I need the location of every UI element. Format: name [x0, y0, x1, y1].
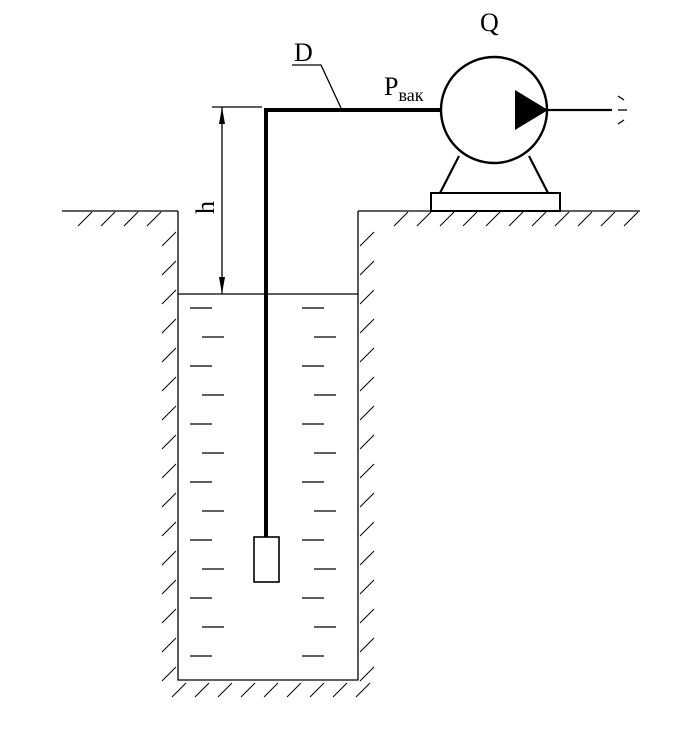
hatch-stroke — [485, 211, 501, 227]
hatch-stroke — [393, 211, 409, 227]
hatch-stroke — [123, 211, 139, 227]
hatch-stroke — [359, 318, 375, 334]
hatch-stroke — [286, 682, 302, 698]
hatch-stroke — [508, 211, 524, 227]
hatch-stroke — [355, 682, 371, 698]
pump-base — [430, 192, 561, 212]
hatch-stroke — [194, 682, 210, 698]
hatch-stroke — [161, 318, 177, 334]
hatch-stroke — [359, 521, 375, 537]
hatch-stroke — [161, 608, 177, 624]
hatch-stroke — [359, 347, 375, 363]
hatch-stroke — [161, 579, 177, 595]
pump-flow-arrow-icon — [515, 90, 548, 130]
hatch-stroke — [77, 211, 93, 227]
suction-pipe — [264, 108, 443, 560]
hatch-stroke — [439, 211, 455, 227]
hatch-stroke — [359, 289, 375, 305]
ground-hatching-left — [77, 211, 162, 227]
hatch-stroke — [100, 211, 116, 227]
pressure-subscript: вак — [398, 85, 423, 105]
water-dash-lines — [190, 307, 336, 657]
height-dimension — [212, 106, 262, 294]
diameter-leader-line — [292, 64, 342, 109]
hatch-stroke — [554, 211, 570, 227]
ground-hatching-right — [393, 211, 639, 227]
hatch-stroke — [577, 211, 593, 227]
hatch-stroke — [359, 579, 375, 595]
hatch-stroke — [309, 682, 325, 698]
hatch-stroke — [359, 608, 375, 624]
hatch-stroke — [416, 211, 432, 227]
hatch-stroke — [161, 260, 177, 276]
hatch-stroke — [161, 376, 177, 392]
hatch-stroke — [623, 211, 639, 227]
hatch-stroke — [359, 231, 375, 247]
hatch-stroke — [161, 550, 177, 566]
hatch-stroke — [359, 260, 375, 276]
hatch-stroke — [240, 682, 256, 698]
hatch-stroke — [332, 682, 348, 698]
hatch-stroke — [359, 463, 375, 479]
well-wall-hatching-right — [359, 231, 375, 682]
hatch-stroke — [161, 463, 177, 479]
flow-label: Q — [480, 8, 499, 37]
intake-strainer — [253, 536, 280, 583]
well-pit — [177, 211, 359, 681]
height-label: h — [191, 201, 220, 214]
hatch-stroke — [161, 492, 177, 508]
hatch-stroke — [161, 434, 177, 450]
hatch-stroke — [161, 231, 177, 247]
well-wall-hatching-left — [161, 231, 177, 682]
hatch-stroke — [161, 405, 177, 421]
hatch-stroke — [531, 211, 547, 227]
pump — [430, 55, 561, 212]
well-bottom-hatching — [171, 682, 371, 698]
hatch-stroke — [217, 682, 233, 698]
hatch-stroke — [359, 405, 375, 421]
diameter-label: D — [294, 38, 313, 67]
hatch-stroke — [161, 666, 177, 682]
hatch-stroke — [462, 211, 478, 227]
hatch-stroke — [359, 666, 375, 682]
hatch-stroke — [359, 492, 375, 508]
hatch-stroke — [359, 637, 375, 653]
hatch-stroke — [359, 550, 375, 566]
hatch-stroke — [359, 434, 375, 450]
hatch-stroke — [263, 682, 279, 698]
discharge-pipe — [548, 95, 627, 125]
hatch-stroke — [161, 347, 177, 363]
hatch-stroke — [600, 211, 616, 227]
vacuum-pressure-label: Pвак — [384, 72, 424, 105]
hatch-stroke — [161, 289, 177, 305]
pressure-symbol: P — [384, 72, 398, 101]
hatch-stroke — [146, 211, 162, 227]
water-body — [178, 293, 358, 657]
hatch-stroke — [161, 521, 177, 537]
hatch-stroke — [359, 376, 375, 392]
hatch-stroke — [171, 682, 187, 698]
hatch-stroke — [161, 637, 177, 653]
